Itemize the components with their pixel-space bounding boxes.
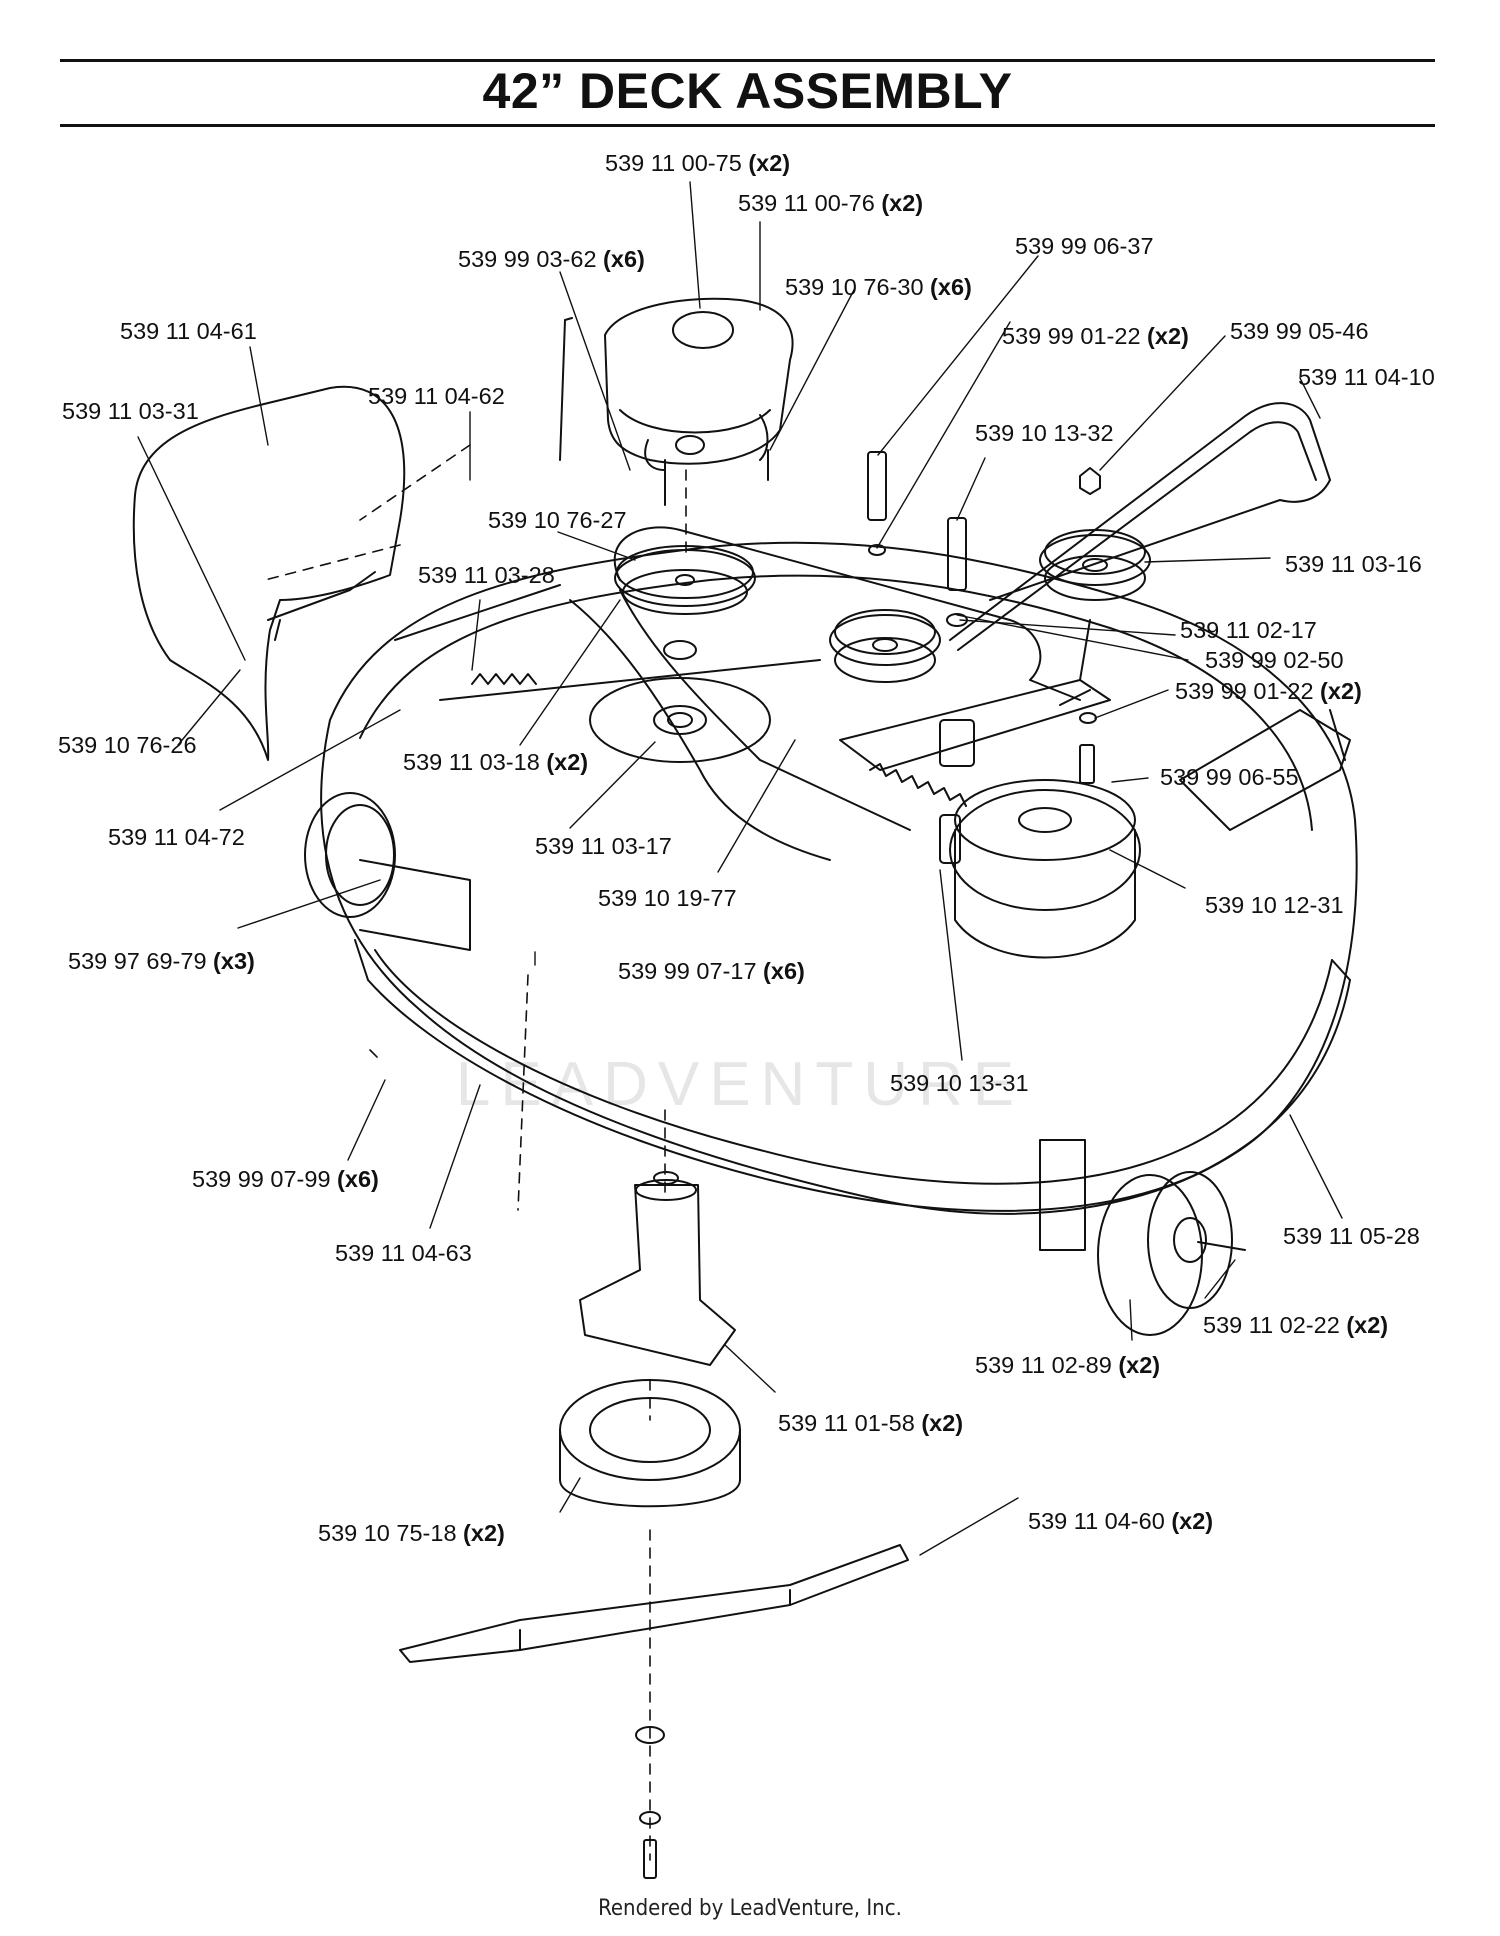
callout-p7: 539 99 05-46 (1230, 318, 1369, 344)
deck-housing (320, 541, 1358, 1215)
callout-p14: 539 11 03-28 (418, 562, 555, 588)
title-rule-top (60, 59, 1435, 62)
left-gauge-wheel (304, 792, 471, 951)
idler-arm (839, 619, 1111, 771)
callout-p30: 539 11 05-28 (1283, 1223, 1420, 1249)
watermark: LEADVENTURE (456, 1050, 1024, 1119)
right-spindle-housing (949, 779, 1141, 959)
callout-p16: 539 11 02-17 (1180, 617, 1317, 643)
callout-p29: 539 99 07-99 (x6) (192, 1166, 379, 1192)
callout-p22: 539 11 04-72 (108, 824, 245, 850)
callout-p3: 539 99 03-62 (x6) (458, 246, 645, 272)
page-title: 42” DECK ASSEMBLY (482, 63, 1013, 119)
left-pulley (614, 545, 756, 615)
idler-pulley-right (1039, 529, 1151, 601)
callout-p11: 539 11 03-31 (62, 398, 199, 424)
callout-p4: 539 10 76-30 (x6) (785, 274, 972, 300)
callout-p2: 539 11 00-76 (x2) (738, 190, 924, 216)
callout-p25: 539 10 12-31 (1205, 892, 1344, 918)
callout-p9: 539 11 04-61 (120, 318, 257, 344)
callout-p23: 539 11 03-17 (535, 833, 672, 859)
callout-p35: 539 10 75-18 (x2) (318, 1520, 505, 1546)
callout-p27: 539 99 07-17 (x6) (618, 958, 805, 984)
callout-p20: 539 11 03-18 (x2) (403, 749, 589, 775)
callout-p21: 539 99 06-55 (1160, 764, 1299, 790)
center-spindle (579, 1171, 736, 1366)
callout-p24: 539 10 19-77 (598, 885, 737, 911)
footer-credit: Rendered by LeadVenture, Inc. (598, 1896, 902, 1921)
callout-p26: 539 97 69-79 (x3) (68, 948, 255, 974)
tension-spring (471, 673, 967, 807)
assembly-axes (264, 444, 687, 1861)
callout-p31: 539 11 04-63 (335, 1240, 472, 1266)
callout-p12: 539 10 13-32 (975, 420, 1114, 446)
callout-p5: 539 99 06-37 (1015, 233, 1154, 259)
callout-p6: 539 99 01-22 (x2) (1002, 323, 1189, 349)
right-gauge-wheel (1039, 1139, 1246, 1336)
callout-p8: 539 11 04-10 (1298, 364, 1435, 390)
callout-p1: 539 11 00-75 (x2) (605, 150, 791, 176)
leader-lines (137, 181, 1343, 1556)
callout-p15: 539 11 03-16 (1285, 551, 1422, 577)
callout-p36: 539 11 04-60 (x2) (1028, 1508, 1214, 1534)
callout-p34: 539 11 01-58 (x2) (778, 1410, 964, 1436)
mower-blade (399, 1544, 909, 1663)
callout-p10: 539 11 04-62 (368, 383, 505, 409)
idler-pulley-center (829, 609, 941, 683)
callout-p32: 539 11 02-22 (x2) (1203, 1312, 1389, 1338)
callout-p13: 539 10 76-27 (488, 507, 627, 533)
title-rule-bottom (60, 124, 1435, 127)
discharge-chute (132, 317, 573, 761)
left-spindle (589, 640, 771, 763)
callout-p28: 539 10 13-31 (890, 1070, 1029, 1096)
right-deflector (1179, 709, 1351, 831)
callout-p18: 539 99 01-22 (x2) (1175, 678, 1362, 704)
callout-p19: 539 10 76-26 (58, 732, 197, 758)
bolts (867, 451, 1101, 864)
pulley-cover (604, 297, 794, 506)
callout-p33: 539 11 02-89 (x2) (975, 1352, 1161, 1378)
callout-p17: 539 99 02-50 (1205, 647, 1344, 673)
